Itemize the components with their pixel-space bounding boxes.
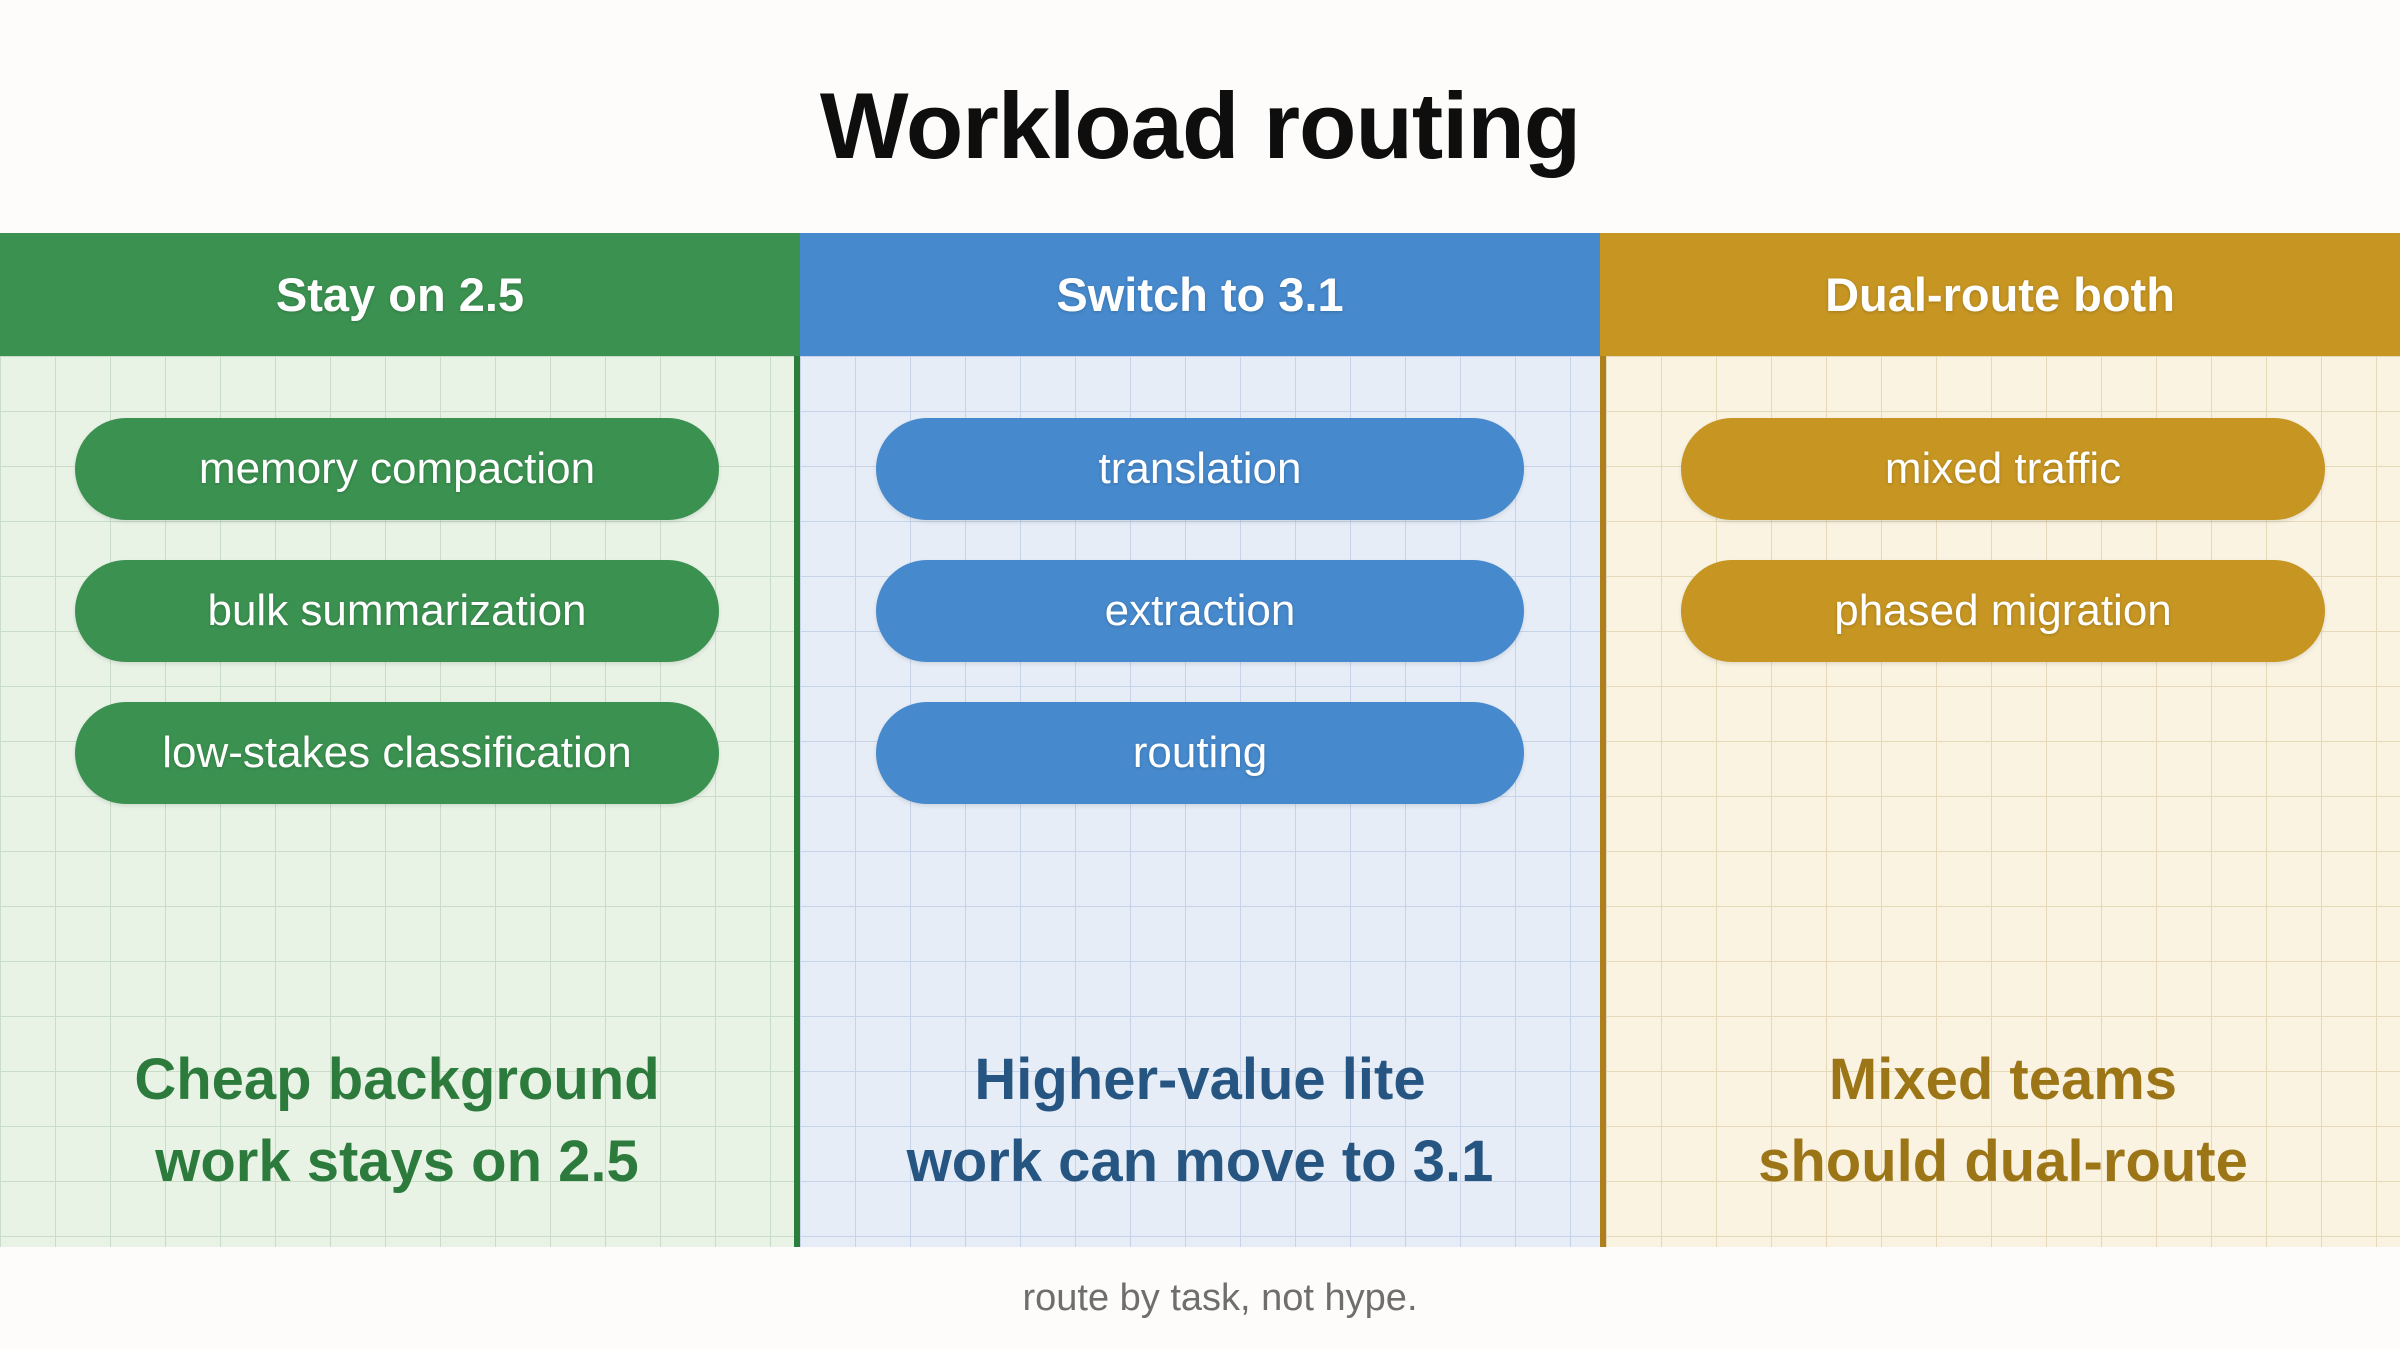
workload-pill: translation [876, 418, 1524, 520]
workload-pill: low-stakes classification [75, 702, 719, 804]
workload-pill: memory compaction [75, 418, 719, 520]
title-band: Workload routing [0, 0, 2400, 233]
workload-pill: extraction [876, 560, 1524, 662]
workload-pill: phased migration [1681, 560, 2325, 662]
column-header-switch: Switch to 3.1 [800, 233, 1600, 356]
summary-line: Higher-value lite [974, 1047, 1426, 1112]
workload-pill: bulk summarization [75, 560, 719, 662]
column-body-dual: mixed traffic phased migration Mixed tea… [1600, 356, 2400, 1247]
column-summary-switch: Higher-value lite work can move to 3.1 [800, 1039, 1600, 1203]
column-header-dual: Dual-route both [1600, 233, 2400, 356]
column-body-stay: memory compaction bulk summarization low… [0, 356, 800, 1247]
pill-list: mixed traffic phased migration [1606, 356, 2400, 662]
column-body-switch: translation extraction routing Higher-va… [800, 356, 1600, 1247]
pill-list: translation extraction routing [800, 356, 1600, 804]
workload-pill: routing [876, 702, 1524, 804]
column-header-stay: Stay on 2.5 [0, 233, 800, 356]
column-switch-to-3-1: Switch to 3.1 translation extraction rou… [800, 233, 1600, 1247]
column-stay-on-2-5: Stay on 2.5 memory compaction bulk summa… [0, 233, 800, 1247]
summary-line: Mixed teams [1828, 1047, 2178, 1112]
column-summary-stay: Cheap background work stays on 2.5 [0, 1039, 794, 1203]
footer-caption: route by task, not hype. [1022, 1277, 1418, 1319]
summary-line: work stays on 2.5 [155, 1129, 639, 1194]
column-summary-dual: Mixed teams should dual-route [1606, 1039, 2400, 1203]
page-title: Workload routing [819, 72, 1581, 178]
summary-line: should dual-route [1758, 1129, 2248, 1194]
pill-list: memory compaction bulk summarization low… [0, 356, 794, 804]
routing-columns: Stay on 2.5 memory compaction bulk summa… [0, 233, 2400, 1247]
workload-pill: mixed traffic [1681, 418, 2325, 520]
caption-band: route by task, not hype. [0, 1247, 2400, 1350]
summary-line: Cheap background [134, 1047, 660, 1112]
column-dual-route: Dual-route both mixed traffic phased mig… [1600, 233, 2400, 1247]
summary-line: work can move to 3.1 [906, 1129, 1494, 1194]
